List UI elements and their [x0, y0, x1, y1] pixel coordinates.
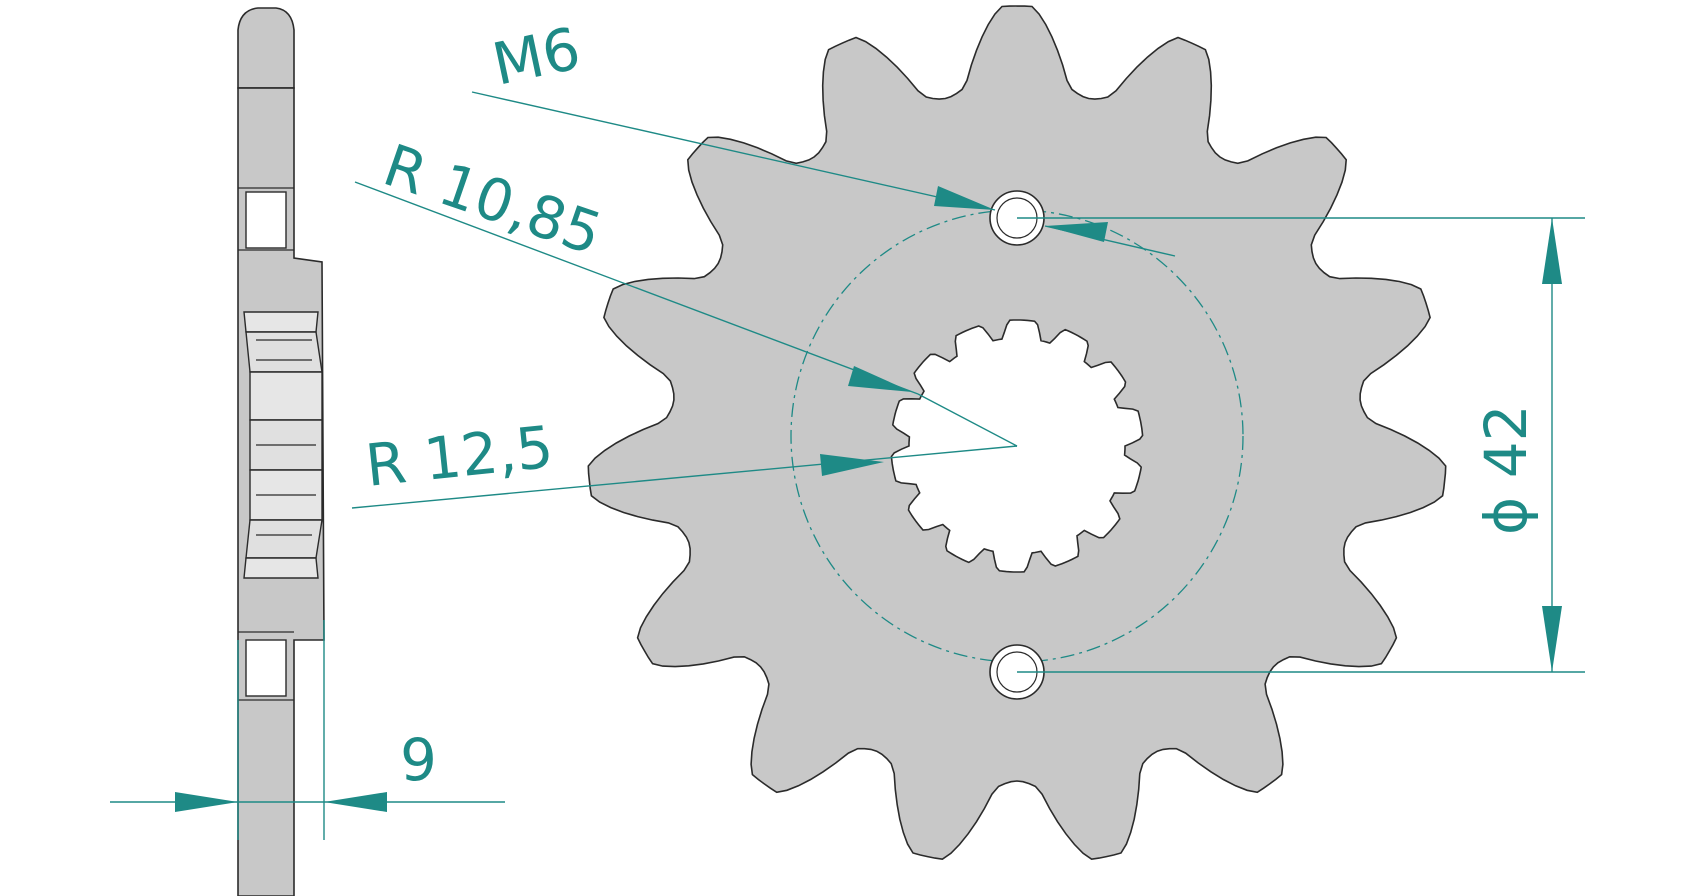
bolt-thread-label: M6	[487, 14, 586, 99]
spline-radius-label: R 10,85	[375, 131, 610, 268]
side-view-upper-tooth	[237, 7, 295, 89]
side-view-upper-bolt-hole	[245, 191, 287, 249]
side-view-spline-bore	[243, 311, 323, 579]
sprocket-front-view	[587, 5, 1447, 861]
bore-radius-label: R 12,5	[362, 413, 556, 500]
thickness-label: 9	[400, 726, 437, 794]
bolt-circle-label: ϕ 42	[1472, 405, 1540, 536]
side-view-lower-bolt-hole	[245, 639, 287, 697]
sprocket-side-view	[237, 7, 325, 896]
bolt-circle-dimension: ϕ 42	[1017, 217, 1585, 673]
thickness-dimension: 9	[110, 726, 505, 812]
